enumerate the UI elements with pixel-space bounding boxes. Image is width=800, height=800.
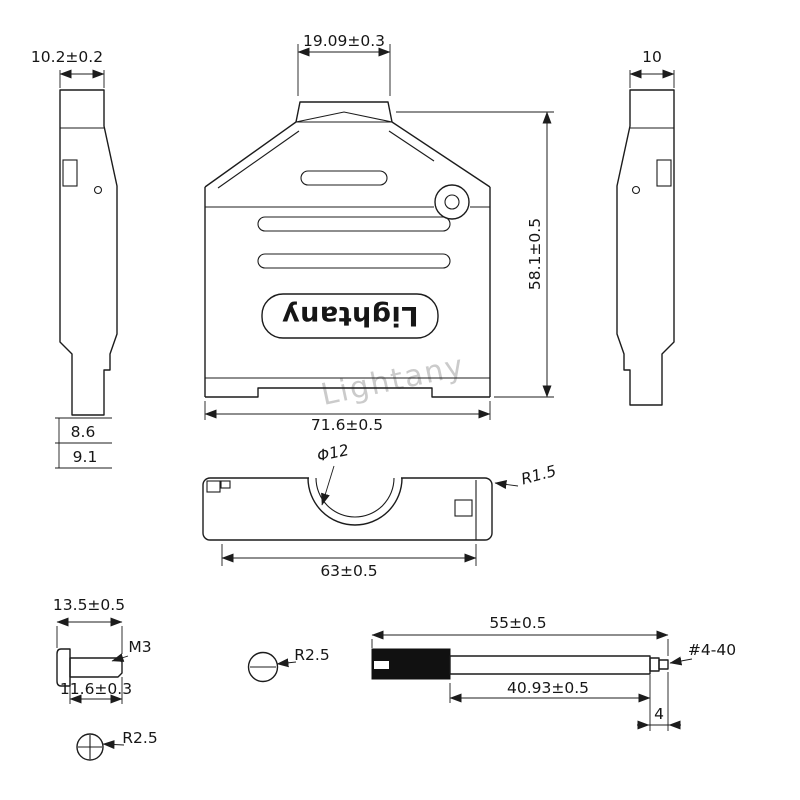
front-right-shoulder bbox=[391, 121, 491, 188]
jackscrew-thread-tip bbox=[658, 659, 669, 670]
phillips-cross-icon bbox=[78, 735, 102, 759]
logo-plate bbox=[261, 293, 439, 339]
right-depth-ext-lines bbox=[629, 70, 675, 88]
front-view: Lightany 19.09±0.3 58.1±0.5 71.6±0.5 bbox=[204, 32, 554, 434]
jackscrew-length-dim-text: 55±0.5 bbox=[489, 614, 546, 632]
front-left-shoulder bbox=[204, 121, 297, 188]
top-view-left-notch-small bbox=[220, 480, 231, 489]
top-view-outline bbox=[202, 477, 493, 541]
phillips-radius-label: R2.5 bbox=[122, 729, 157, 747]
shaft-length-dim-text: 11.6±0.3 bbox=[60, 680, 132, 698]
screw-length-dim-text: 13.5±0.5 bbox=[53, 596, 125, 614]
front-left-shoulder-inner bbox=[217, 130, 300, 189]
right-side-rivet-hole bbox=[631, 185, 641, 195]
front-right-shoulder-inner bbox=[388, 130, 435, 162]
front-bottom-edge bbox=[205, 387, 490, 398]
right-side-outline bbox=[616, 89, 675, 406]
top-view-left-notch bbox=[206, 480, 221, 493]
watermark-text: Lightany bbox=[318, 348, 468, 413]
slotted-radius-label: R2.5 bbox=[294, 646, 329, 664]
top-view-latch-slot bbox=[454, 499, 473, 517]
jackscrew-thread-label: #4-40 bbox=[688, 641, 736, 659]
hole-diameter-leader bbox=[321, 465, 335, 506]
corner-radius-label: R1.5 bbox=[519, 462, 558, 489]
jackscrew-view: 55±0.5 #4-40 40.93±0.5 4 bbox=[371, 614, 736, 731]
width-dim-text: 71.6±0.5 bbox=[311, 416, 383, 434]
right-side-view: 10 bbox=[616, 48, 675, 406]
screw-lug-outer-circle bbox=[434, 184, 470, 220]
screw-lug-hole bbox=[444, 194, 460, 210]
jackscrew-shaft bbox=[449, 655, 651, 675]
front-neck-outline bbox=[295, 101, 393, 123]
phillips-radius-leader bbox=[102, 740, 125, 750]
thread-spec-label: M3 bbox=[128, 638, 151, 656]
left-side-rivet-hole bbox=[93, 185, 103, 195]
left-depth-ext-lines bbox=[59, 70, 105, 88]
step-b-dim-text: 9.1 bbox=[73, 448, 98, 466]
left-side-outline bbox=[59, 89, 118, 416]
jackscrew-thread-leader bbox=[669, 656, 693, 666]
hole-diameter-label: Φ12 bbox=[315, 441, 350, 465]
jackscrew-body-dim-text: 40.93±0.5 bbox=[507, 679, 589, 697]
top-view: Φ12 R1.5 63±0.5 bbox=[202, 441, 558, 580]
left-depth-dim-text: 10.2±0.2 bbox=[31, 48, 103, 66]
handle-groove bbox=[374, 661, 389, 669]
tip-dim-text: 4 bbox=[654, 705, 664, 723]
step-a-dim-text: 8.6 bbox=[71, 423, 96, 441]
jackscrew-collar bbox=[649, 657, 660, 672]
right-side-latch-slot bbox=[656, 159, 672, 187]
m3-screw-view: 13.5±0.5 M3 11.6±0.3 R2.5 bbox=[53, 596, 158, 761]
front-neck-peak-line bbox=[295, 111, 393, 123]
slotted-head-view: R2.5 bbox=[247, 646, 330, 683]
slotted-radius-leader bbox=[276, 658, 297, 668]
vent-slot-middle bbox=[257, 216, 451, 232]
left-side-latch-slot bbox=[62, 159, 78, 187]
vent-slot-lower bbox=[257, 253, 451, 269]
cable-cutout-outer-arc bbox=[307, 477, 403, 526]
top-width-dim-text: 63±0.5 bbox=[320, 562, 377, 580]
screw-shaft-outline bbox=[69, 657, 123, 678]
height-dim-text: 58.1±0.5 bbox=[526, 218, 544, 290]
cable-cutout-inner-arc bbox=[315, 477, 395, 518]
step-dim-lines bbox=[55, 417, 112, 469]
screw-head-outline bbox=[56, 648, 71, 687]
left-side-view: 10.2±0.2 8.6 9.1 bbox=[31, 48, 118, 469]
screw-length-ext-lines bbox=[56, 626, 123, 654]
neck-width-dim-text: 19.09±0.3 bbox=[303, 32, 385, 50]
right-depth-dim-text: 10 bbox=[642, 48, 662, 66]
corner-radius-leader bbox=[494, 480, 519, 489]
vent-slot-top bbox=[300, 170, 388, 186]
brand-logo-text: Lightany bbox=[282, 300, 419, 331]
thread-spec-leader bbox=[111, 653, 129, 662]
jackscrew-length-ext-lines bbox=[371, 639, 669, 656]
